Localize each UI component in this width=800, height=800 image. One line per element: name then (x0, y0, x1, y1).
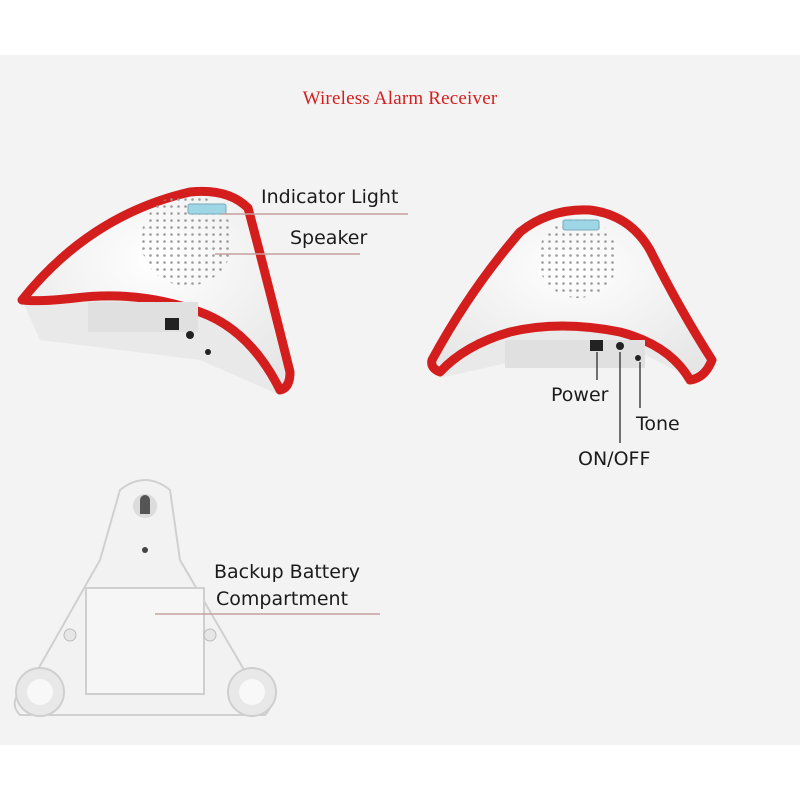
tone-button (635, 355, 641, 361)
label-power: Power (551, 384, 609, 406)
on-off-switch (616, 342, 624, 350)
label-backup-battery: Backup Battery (214, 561, 361, 583)
label-on-off: ON/OFF (578, 448, 651, 470)
receiver-left-view (17, 186, 295, 395)
power-jack-right (590, 340, 603, 351)
indicator-light-left (187, 203, 227, 215)
speaker-grille-left (141, 194, 233, 286)
speaker-grille-right (538, 218, 618, 298)
product-title: Wireless Alarm Receiver (302, 88, 498, 109)
receiver-right-view (427, 205, 717, 385)
callout-lines (155, 213, 641, 615)
receiver-back-view (13, 479, 277, 717)
label-compartment: Compartment (216, 588, 349, 610)
label-indicator-light: Indicator Light (261, 186, 399, 208)
label-tone: Tone (636, 413, 680, 435)
keyhole-mount (140, 495, 150, 514)
battery-compartment-cover (85, 587, 205, 695)
label-speaker: Speaker (290, 227, 368, 249)
power-jack-left (165, 318, 179, 330)
indicator-light-right (562, 219, 600, 231)
